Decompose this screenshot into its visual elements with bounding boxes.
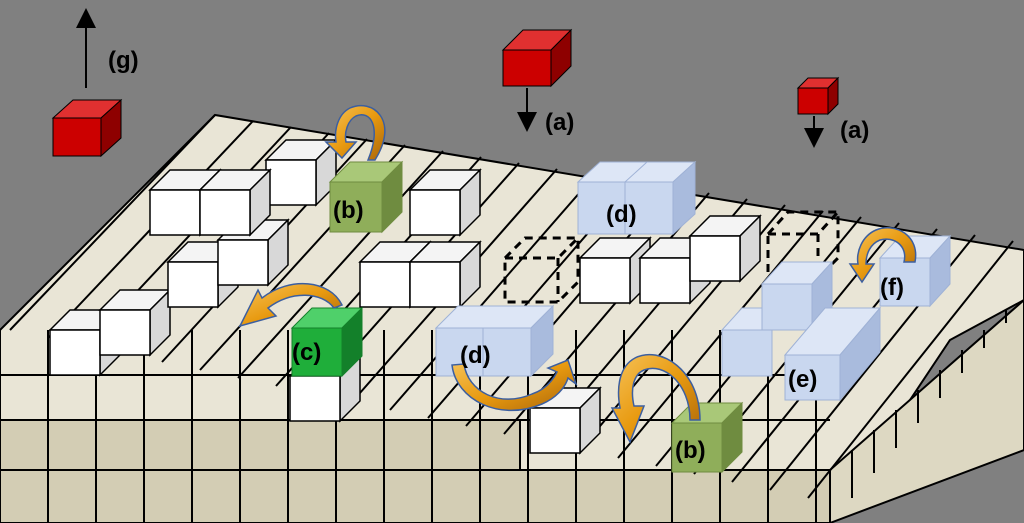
curved-arrow-icon [238, 282, 344, 328]
green-block-b-top [328, 160, 404, 234]
label-c: (c) [292, 339, 321, 366]
blue-dimer-d-mid [434, 304, 555, 378]
curved-arrow-icon [324, 104, 386, 161]
terrace-blocks [48, 138, 762, 455]
grid-line [617, 210, 824, 459]
white-block [408, 240, 482, 309]
curved-arrow-icon [451, 359, 578, 412]
white-block [198, 168, 272, 237]
white-block [264, 138, 338, 207]
grid-line [9, 114, 216, 331]
blue-dimer-d-top [576, 160, 697, 236]
red-block-a-small [796, 76, 840, 116]
label-b-top: (b) [333, 197, 364, 224]
grid-line [389, 174, 596, 411]
white-block [408, 168, 482, 237]
dashed-vacancy-icon [503, 236, 580, 304]
label-f: (f) [880, 274, 904, 301]
label-b-bottom: (b) [675, 437, 706, 464]
label-d-mid: (d) [460, 342, 491, 369]
grid-line [237, 150, 444, 379]
white-block [688, 214, 762, 283]
label-g: (g) [108, 47, 139, 74]
label-d-top: (d) [606, 201, 637, 228]
label-a-small: (a) [840, 117, 869, 144]
red-block-a-large [501, 28, 573, 88]
blue-cluster-e [720, 260, 882, 402]
grid-line [807, 240, 1014, 499]
dashed-vacancy-icon [766, 210, 840, 280]
white-block [528, 386, 602, 455]
green-block-c [290, 306, 364, 378]
label-e: (e) [788, 366, 817, 393]
label-a-large: (a) [545, 109, 574, 136]
red-block-g [51, 98, 123, 158]
white-block [98, 288, 172, 357]
curved-arrow-icon [610, 353, 701, 444]
curved-arrow-icon [848, 227, 917, 284]
